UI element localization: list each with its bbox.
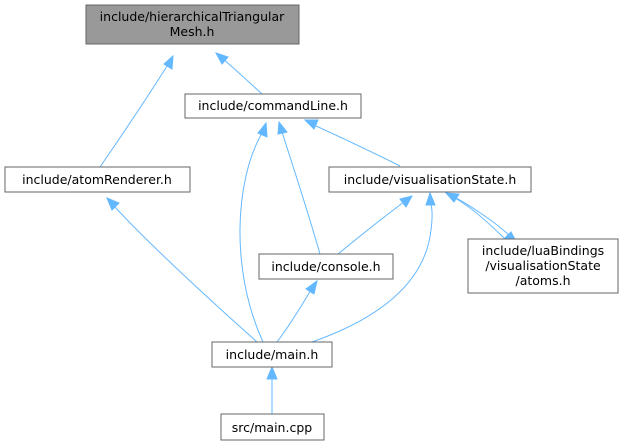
node-box bbox=[184, 93, 362, 119]
node-box bbox=[220, 413, 325, 441]
node-label-line: include/visualisationState.h bbox=[344, 172, 517, 187]
node-atomrenderer[interactable]: include/atomRenderer.h bbox=[4, 166, 191, 193]
node-label-line: include/console.h bbox=[271, 259, 380, 274]
node-box bbox=[467, 238, 619, 294]
arrowhead bbox=[303, 119, 319, 130]
node-label-line: include/hierarchicalTriangular bbox=[100, 9, 286, 24]
arrowhead bbox=[444, 192, 460, 203]
node-box bbox=[258, 253, 394, 280]
node-label-line: src/main.cpp bbox=[232, 420, 312, 435]
edge-main-to-commandline bbox=[239, 132, 264, 343]
node-label-line: include/atomRenderer.h bbox=[22, 172, 172, 187]
edge-console-to-visualisationstate bbox=[337, 201, 405, 255]
node-label-line: /atoms.h bbox=[515, 273, 570, 288]
node-hierarchicaltriangularmesh[interactable]: include/hierarchicalTriangular Mesh.h bbox=[85, 4, 300, 45]
arrowhead bbox=[214, 52, 229, 65]
node-label-line: include/main.h bbox=[226, 347, 319, 362]
nodes: include/hierarchicalTriangular Mesh.h in… bbox=[4, 4, 619, 441]
edge-visualisationstate-to-commandline bbox=[313, 124, 401, 167]
node-commandline[interactable]: include/commandLine.h bbox=[184, 93, 362, 119]
arrowhead bbox=[257, 121, 268, 138]
node-main-h[interactable]: include/main.h bbox=[211, 341, 333, 368]
edge-main-to-atomrenderer bbox=[113, 205, 258, 343]
arrowhead bbox=[266, 365, 278, 380]
node-visualisationstate[interactable]: include/visualisationState.h bbox=[328, 166, 532, 193]
arrowhead bbox=[425, 191, 436, 206]
arrowhead bbox=[106, 197, 120, 211]
node-console[interactable]: include/console.h bbox=[258, 253, 394, 280]
node-label-line: /visualisationState bbox=[485, 258, 601, 273]
node-box bbox=[85, 4, 300, 45]
edge-visualisationstate-to-luabindings bbox=[446, 192, 511, 237]
node-box bbox=[211, 341, 333, 368]
edges bbox=[99, 52, 519, 414]
arrowhead bbox=[305, 279, 318, 295]
arrowhead bbox=[277, 120, 288, 135]
node-src-main-cpp[interactable]: src/main.cpp bbox=[220, 413, 325, 441]
node-label-line: Mesh.h bbox=[170, 24, 215, 39]
edge-atomrenderer-to-hierarchicaltriangularmesh bbox=[99, 62, 170, 168]
node-label-line: include/commandLine.h bbox=[198, 98, 348, 113]
node-box bbox=[328, 166, 532, 193]
edge-main-to-visualisationstate bbox=[311, 202, 433, 343]
edge-luabindings-to-visualisationstate bbox=[454, 197, 506, 240]
edge-console-to-commandline bbox=[281, 131, 321, 255]
node-label-line: include/luaBindings bbox=[482, 243, 604, 258]
edge-commandline-to-hierarchicaltriangularmesh bbox=[222, 58, 263, 95]
edge-main-to-console bbox=[276, 289, 312, 343]
arrowhead bbox=[163, 54, 174, 70]
node-box bbox=[4, 166, 191, 193]
node-luabindings-visualisationstate-atoms[interactable]: include/luaBindings /visualisationState … bbox=[467, 238, 619, 294]
arrowhead bbox=[399, 195, 413, 208]
